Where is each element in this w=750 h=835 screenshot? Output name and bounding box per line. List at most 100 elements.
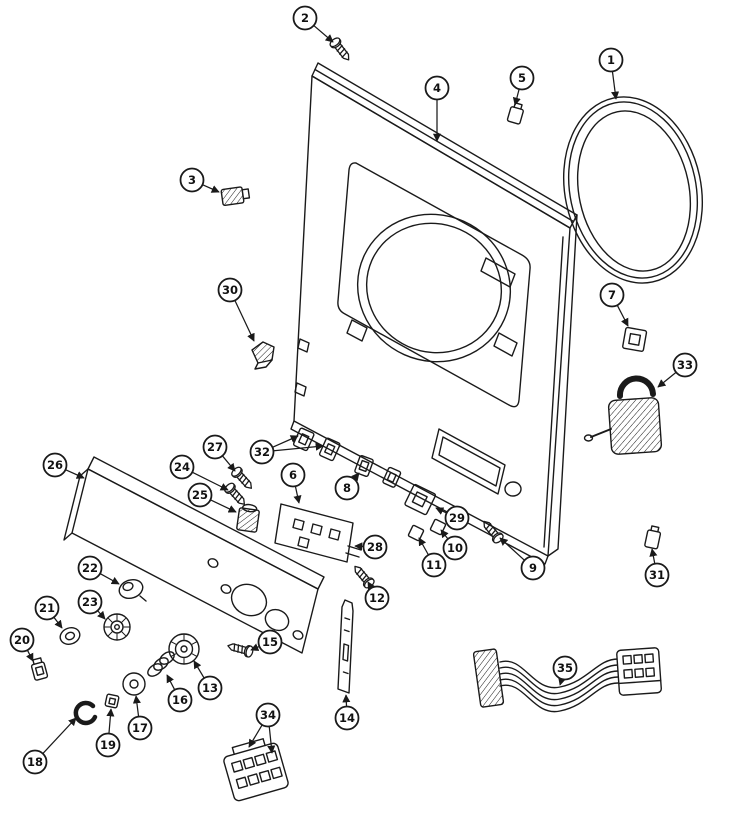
callout-7: 7 — [599, 282, 629, 327]
knob-17 — [122, 672, 146, 696]
callout-number: 7 — [608, 288, 616, 302]
callout-6: 6 — [280, 462, 306, 504]
callout-leader — [222, 455, 236, 472]
callout-number: 19 — [100, 738, 116, 752]
callout-33: 33 — [657, 352, 698, 388]
callout-27: 27 — [202, 434, 236, 472]
spacer-19 — [104, 693, 120, 709]
callout-bubble — [22, 749, 48, 775]
timer-knob-13 — [168, 633, 200, 665]
callout-4: 4 — [424, 75, 450, 142]
callout-leader — [65, 469, 85, 479]
panel-recess — [337, 162, 531, 408]
callout-bubble — [334, 475, 360, 501]
callout-bubble — [255, 702, 281, 728]
callout-number: 34 — [260, 708, 276, 722]
callout-bubble — [280, 462, 306, 488]
switch-part-8 — [354, 455, 374, 477]
clip-part-5 — [506, 102, 524, 125]
callout-number: 4 — [433, 81, 441, 95]
front-panel — [290, 62, 578, 565]
callout-number: 15 — [262, 635, 278, 649]
screw-2 — [327, 35, 354, 64]
screw-12 — [349, 562, 377, 591]
callout-bubble — [599, 282, 625, 308]
callout-number: 11 — [426, 558, 442, 572]
callout-2: 2 — [292, 5, 334, 43]
callout-leader — [210, 499, 237, 513]
door-ring — [562, 96, 704, 284]
callout-leader — [202, 184, 220, 193]
bracket-14 — [337, 599, 354, 694]
callout-20: 20 — [9, 627, 35, 662]
callout-number: 35 — [557, 661, 573, 675]
callout-number: 2 — [301, 11, 309, 25]
callout-leader — [512, 89, 521, 106]
callout-number: 21 — [39, 601, 55, 615]
switch-part-25 — [236, 503, 260, 533]
callout-leader — [293, 486, 302, 504]
plate-part-7 — [622, 326, 648, 352]
vent-slot — [480, 257, 516, 288]
callout-bubble — [34, 595, 60, 621]
callout-18: 18 — [22, 717, 77, 775]
callout-leader — [97, 610, 106, 620]
callout-bubble — [249, 439, 275, 465]
clip-20 — [30, 657, 49, 681]
callout-bubble — [364, 585, 390, 611]
callout-leader — [234, 300, 255, 342]
callout-bubble — [520, 555, 546, 581]
callout-leader — [313, 25, 334, 43]
callout-1: 1 — [598, 47, 624, 100]
callout-leader — [42, 717, 77, 754]
callout-leader — [499, 537, 525, 561]
callout-leader — [558, 676, 566, 686]
switch-part-small — [382, 466, 402, 488]
callout-32: 32 — [249, 435, 324, 465]
callout-14: 14 — [334, 694, 360, 731]
callout-number: 30 — [222, 283, 238, 297]
callout-leader — [273, 442, 324, 452]
callout-number: 23 — [82, 595, 98, 609]
knob-22 — [118, 578, 147, 602]
callout-number: 5 — [518, 71, 526, 85]
callout-number: 10 — [447, 541, 463, 555]
callout-26: 26 — [42, 452, 85, 479]
callout-leader — [649, 548, 658, 564]
callout-bubble — [179, 167, 205, 193]
callout-leader — [440, 529, 449, 539]
part-11 — [407, 524, 425, 542]
callout-bubble — [77, 589, 103, 615]
clip-part-31 — [644, 525, 662, 550]
callout-number: 9 — [529, 561, 537, 575]
callout-12: 12 — [364, 581, 390, 611]
callout-number: 1 — [607, 53, 615, 67]
callout-bubble — [257, 629, 283, 655]
callout-35: 35 — [552, 655, 578, 686]
callout-leader — [435, 507, 447, 515]
callout-bubble — [334, 705, 360, 731]
callout-bubble — [169, 454, 195, 480]
callout-number: 17 — [132, 721, 148, 735]
callout-number: 22 — [82, 561, 98, 575]
callout-bubble — [202, 434, 228, 460]
callout-bubble — [442, 535, 468, 561]
callout-leader — [250, 643, 260, 651]
callout-leader — [248, 724, 263, 748]
callout-21: 21 — [34, 595, 63, 629]
callout-leader — [342, 694, 351, 707]
callout-number: 32 — [254, 445, 270, 459]
circuit-board — [274, 503, 362, 563]
callout-leader — [100, 573, 120, 585]
callout-number: 12 — [369, 591, 385, 605]
callout-11: 11 — [418, 537, 447, 578]
callout-9: 9 — [499, 537, 546, 581]
callout-leader — [166, 674, 176, 690]
label-plate — [431, 428, 506, 495]
callout-15: 15 — [250, 629, 283, 655]
callout-leader — [192, 471, 229, 491]
relay-part-29 — [404, 483, 437, 516]
callout-leader — [267, 726, 276, 754]
callout-number: 13 — [202, 681, 218, 695]
callout-bubble — [598, 47, 624, 73]
